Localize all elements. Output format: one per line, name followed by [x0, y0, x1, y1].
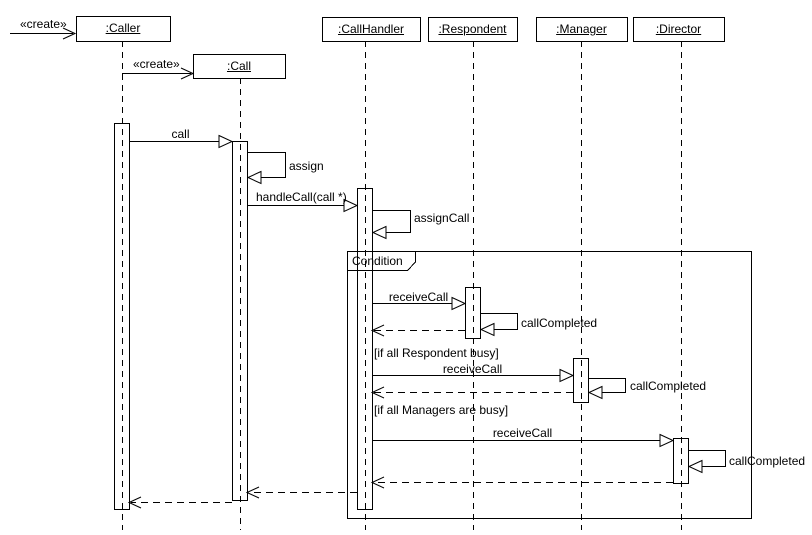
return-call-to-caller-arrowhead	[127, 496, 142, 509]
message-label-assign: assign	[289, 159, 324, 173]
condition-frame	[347, 251, 752, 519]
return-manager-to-callhandler-arrowhead	[370, 386, 385, 399]
create-call-arrowhead	[180, 67, 195, 80]
message-label-receivecall-manager: receiveCall	[442, 362, 503, 376]
activation-caller	[114, 123, 130, 510]
message-label-create-call: «create»	[133, 57, 180, 71]
selfmessage-callcompleted-director-arrowhead	[687, 459, 703, 474]
condition-frame-label: Condition	[352, 254, 403, 268]
message-label-assigncall: assignCall	[414, 211, 470, 225]
return-respondent-to-callhandler-arrowhead	[370, 324, 385, 337]
guard-label-respondents-busy: [if all Respondent busy]	[374, 346, 499, 360]
message-receivecall-director-arrowhead	[659, 433, 675, 448]
participant-box-call	[193, 54, 286, 79]
selfmessage-assigncall-arrowhead	[371, 225, 387, 240]
message-label-call: call	[171, 127, 190, 141]
participant-box-callhandler	[322, 17, 421, 42]
message-label-receivecall-director: receiveCall	[492, 426, 553, 440]
participant-box-caller	[76, 16, 171, 42]
selfmessage-callcompleted-manager-arrowhead	[587, 385, 603, 400]
participant-box-director	[633, 17, 725, 42]
participant-label-manager: :Manager	[556, 22, 607, 36]
guard-label-managers-busy: [if all Managers are busy]	[374, 403, 509, 417]
activation-director	[673, 438, 689, 484]
message-label-callcompleted-manager: callCompleted	[630, 379, 707, 393]
participant-label-respondent: :Respondent	[438, 22, 507, 36]
message-label-callcompleted-respondent: callCompleted	[521, 316, 598, 330]
participant-label-caller: :Caller	[105, 21, 141, 35]
message-call-arrowhead	[218, 134, 234, 149]
return-director-to-callhandler-arrowhead	[370, 476, 385, 489]
participant-label-callhandler: :CallHandler	[337, 22, 405, 36]
create-caller-arrowhead	[62, 27, 77, 40]
message-handlecall-arrowhead	[343, 198, 359, 213]
message-label-handlecall: handleCall(call *)	[256, 190, 347, 204]
activation-manager	[573, 358, 589, 403]
return-callhandler-to-call-arrowhead	[245, 486, 260, 499]
participant-box-manager	[536, 17, 628, 42]
participant-label-call: :Call	[226, 59, 251, 73]
message-label-callcompleted-director: callCompleted	[729, 454, 806, 468]
selfmessage-assigncall-line	[372, 210, 411, 233]
condition-frame-label-pentagon	[347, 251, 416, 271]
selfmessage-assign-arrowhead	[246, 170, 262, 185]
selfmessage-callcompleted-respondent-line	[480, 313, 518, 330]
selfmessage-assign-line	[247, 152, 286, 178]
message-receivecall-manager-arrowhead	[559, 368, 575, 383]
selfmessage-callcompleted-respondent-arrowhead	[479, 322, 495, 337]
selfmessage-callcompleted-director-line	[688, 450, 726, 467]
activation-call	[232, 141, 248, 501]
participant-box-respondent	[428, 17, 518, 42]
message-receivecall-respondent-arrowhead	[451, 296, 467, 311]
message-label-create-caller: «create»	[20, 17, 67, 31]
selfmessage-callcompleted-manager-line	[588, 378, 626, 393]
message-label-receivecall-respondent: receiveCall	[388, 290, 449, 304]
activation-callhandler	[357, 188, 373, 510]
participant-label-director: :Director	[655, 22, 702, 36]
